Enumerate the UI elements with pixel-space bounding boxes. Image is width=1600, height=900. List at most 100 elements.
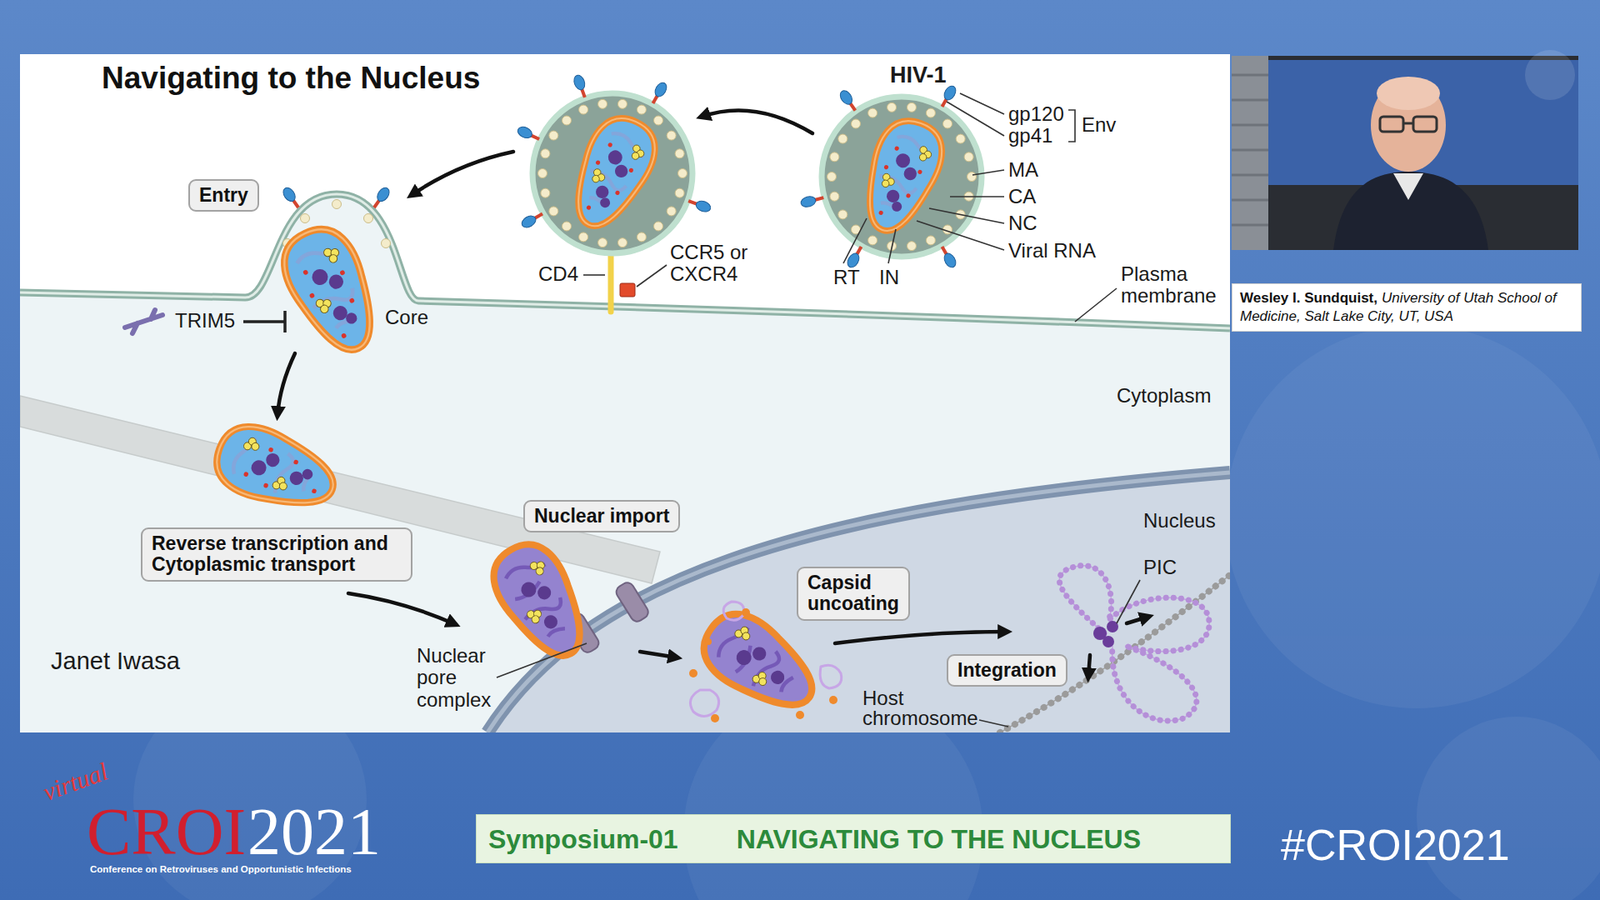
- inhibition-bar: [243, 310, 285, 333]
- box-label: Reverse transcription and Cytoplasmic tr…: [151, 533, 402, 576]
- env-protein: [837, 88, 860, 114]
- matrix-protein: [906, 102, 916, 112]
- viral-membrane: [532, 93, 693, 254]
- matrix-protein: [830, 152, 840, 162]
- stage-label: Integration: [946, 654, 1068, 687]
- env-protein: [572, 73, 590, 99]
- region-label: Plasma membrane: [1120, 263, 1217, 308]
- speaker-video: [1231, 50, 1579, 250]
- part-label: NC: [1008, 212, 1038, 235]
- pic-particle: [1093, 620, 1119, 648]
- trim5-symbol: [125, 310, 163, 334]
- matrix-protein: [598, 238, 608, 248]
- slide-panel: [20, 54, 1230, 733]
- virion: [800, 84, 982, 270]
- matrix-protein: [838, 210, 848, 220]
- matrix-protein: [666, 130, 676, 140]
- matrix-protein: [549, 206, 559, 216]
- slide-title: Navigating to the Nucleus: [101, 61, 480, 96]
- session-title: NAVIGATING TO THE NUCLEUS: [736, 825, 1141, 853]
- matrix-protein: [540, 149, 550, 159]
- viral-membrane: [821, 96, 982, 257]
- virions: [515, 73, 982, 270]
- logo-text: 2021: [247, 798, 381, 865]
- matrix-protein: [617, 238, 627, 248]
- cytoplasm-region: [20, 194, 1230, 733]
- matrix-protein: [925, 235, 935, 245]
- speaker-card: Wesley I. Sundquist,University of Utah S…: [1231, 283, 1582, 332]
- matrix-protein: [943, 119, 953, 129]
- env-protein: [515, 125, 541, 145]
- capsid-core: [207, 416, 344, 521]
- env-protein: [520, 209, 545, 230]
- nuclear-envelope-lumen: [487, 472, 1230, 733]
- capsid-core: [481, 532, 600, 670]
- matrix-protein: [678, 169, 688, 179]
- matrix-protein: [666, 206, 676, 216]
- part-label: Viral RNA: [1008, 240, 1096, 262]
- part-label: gp41: [1008, 125, 1053, 147]
- stage-label: Entry: [188, 179, 260, 212]
- part-label: Host chromosome: [862, 688, 979, 729]
- matrix-protein: [540, 188, 550, 198]
- matrix-protein: [654, 221, 664, 231]
- logo-text: CROI: [86, 798, 246, 865]
- slide-illustration: [20, 73, 1230, 733]
- matrix-protein: [964, 152, 974, 162]
- region-label: Nucleus: [1143, 510, 1216, 532]
- matrix-protein: [561, 115, 571, 125]
- matrix-protein: [636, 232, 646, 242]
- leader-lines: [496, 93, 1140, 727]
- stage-label: Reverse transcription and Cytoplasmic tr…: [140, 527, 413, 582]
- part-label: gp120: [1008, 103, 1065, 125]
- matrix-protein: [675, 188, 685, 198]
- part-label: PIC: [1143, 556, 1177, 579]
- box-label: Entry: [199, 185, 249, 206]
- capsid-core: [852, 112, 951, 241]
- matrix-protein: [955, 134, 965, 144]
- matrix-protein: [598, 99, 608, 109]
- cd4-receptor: [608, 250, 615, 312]
- virion: [515, 73, 712, 254]
- part-label: RT: [833, 266, 860, 289]
- matrix-protein: [967, 172, 977, 182]
- matrix-protein: [549, 130, 559, 140]
- matrix-protein: [654, 115, 664, 125]
- capsid-core: [560, 108, 666, 239]
- env-protein: [648, 80, 669, 106]
- stage-label: Nuclear import: [523, 500, 680, 533]
- virus-name: HIV-1: [890, 63, 947, 89]
- coreceptor: [620, 283, 635, 297]
- speaker-name: Wesley I. Sundquist,: [1240, 290, 1378, 306]
- stage-label: Capsid uncoating: [796, 566, 910, 621]
- session-banner: Symposium-01 NAVIGATING TO THE NUCLEUS: [475, 814, 1231, 864]
- part-label: CCR5 or CXCR4: [670, 241, 775, 286]
- matrix-protein: [830, 191, 840, 201]
- process-arrows: [277, 110, 1149, 677]
- matrix-protein: [868, 235, 878, 245]
- matrix-protein: [561, 221, 571, 231]
- matrix-protein: [579, 105, 589, 115]
- session-number: Symposium-01: [488, 825, 679, 853]
- part-label: TRIM5: [175, 310, 235, 332]
- matrix-protein: [925, 108, 935, 118]
- part-label: IN: [879, 266, 900, 289]
- matrix-protein: [827, 172, 837, 182]
- capsid-core: [272, 218, 391, 364]
- matrix-protein: [887, 102, 897, 112]
- hashtag: #CROI2021: [1280, 823, 1510, 867]
- logo-subtitle: Conference on Retroviruses and Opportuni…: [90, 865, 352, 875]
- credit: Janet Iwasa: [50, 648, 180, 675]
- env-protein: [845, 244, 865, 270]
- matrix-protein: [850, 119, 860, 129]
- part-label: CD4: [538, 263, 579, 285]
- matrix-protein: [617, 99, 627, 109]
- matrix-protein: [579, 232, 589, 242]
- part-label: Nuclear pore complex: [416, 645, 491, 711]
- env-protein: [686, 196, 712, 215]
- viral-dna-strand: [1059, 565, 1210, 721]
- matrix-protein: [906, 241, 916, 251]
- matrix-protein: [675, 149, 685, 159]
